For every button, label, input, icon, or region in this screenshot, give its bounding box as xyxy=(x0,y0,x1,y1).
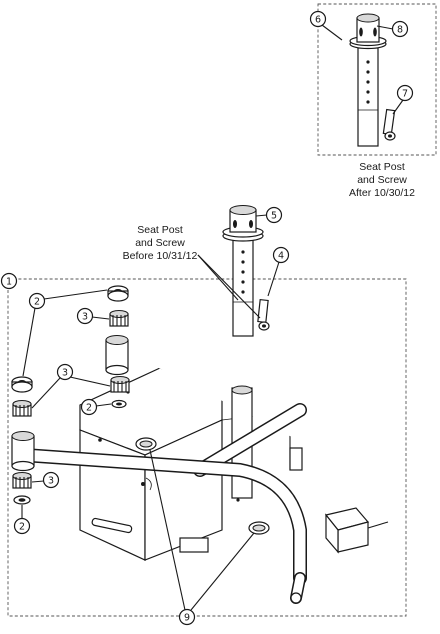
svg-text:Seat Post: Seat Post xyxy=(359,161,405,173)
svg-text:1: 1 xyxy=(6,277,12,288)
callout-3-lower: 3 xyxy=(42,471,60,489)
callout-2-middle: 2 xyxy=(80,398,98,416)
svg-text:6: 6 xyxy=(315,15,321,26)
callout-4: 4 xyxy=(272,246,290,264)
frame-cross-tube xyxy=(193,403,307,477)
callout-2-lower: 2 xyxy=(13,517,31,535)
bearing-lower-bottom xyxy=(12,472,32,489)
caption-before: Seat Post and Screw Before 10/31/12 xyxy=(123,224,198,262)
svg-text:2: 2 xyxy=(19,522,25,533)
callout-3-middle: 3 xyxy=(56,363,74,381)
bearing-upper xyxy=(109,310,129,327)
callout-2-upper: 2 xyxy=(28,292,46,310)
svg-text:5: 5 xyxy=(271,211,277,222)
svg-text:3: 3 xyxy=(48,476,54,487)
frame-front-bracket xyxy=(290,507,389,604)
callout-8: 8 xyxy=(391,20,409,38)
svg-text:Before 10/31/12: Before 10/31/12 xyxy=(123,250,198,262)
spacer-middle xyxy=(111,399,127,409)
svg-text:Seat Post: Seat Post xyxy=(137,224,183,236)
callout-1: 1 xyxy=(0,272,18,290)
callout-3-upper: 3 xyxy=(76,307,94,325)
bearing-lower-top xyxy=(12,400,32,417)
caster-barrel-upper xyxy=(105,335,129,376)
assembly-box xyxy=(7,278,407,617)
callout-6: 6 xyxy=(309,10,327,28)
svg-text:4: 4 xyxy=(278,251,284,262)
frame-tube-upper xyxy=(122,346,404,498)
spacer-lower-top xyxy=(11,376,33,393)
spacer-lower-bottom xyxy=(13,495,31,505)
inset-box-after xyxy=(317,3,437,156)
svg-text:and Screw: and Screw xyxy=(357,174,407,186)
bearing-middle xyxy=(110,376,130,393)
svg-text:9: 9 xyxy=(184,613,190,624)
callout-9: 9 xyxy=(178,608,196,626)
svg-text:3: 3 xyxy=(62,368,68,379)
callout-7: 7 xyxy=(396,84,414,102)
svg-text:7: 7 xyxy=(402,89,408,100)
frame-tube-lower xyxy=(17,448,307,585)
screw-before xyxy=(257,298,270,331)
screw-after xyxy=(382,108,396,141)
seat-post-after xyxy=(349,13,387,147)
seat-post-before xyxy=(222,205,264,337)
svg-text:2: 2 xyxy=(34,297,40,308)
svg-text:3: 3 xyxy=(82,312,88,323)
spacer-upper-top xyxy=(107,285,129,302)
caster-barrel-lower xyxy=(11,431,35,472)
svg-text:8: 8 xyxy=(397,25,403,36)
svg-text:After 10/30/12: After 10/30/12 xyxy=(349,187,415,199)
caption-after: Seat Post and Screw After 10/30/12 xyxy=(349,161,415,199)
svg-text:and Screw: and Screw xyxy=(135,237,185,249)
callout-5: 5 xyxy=(265,206,283,224)
svg-text:2: 2 xyxy=(86,403,92,414)
